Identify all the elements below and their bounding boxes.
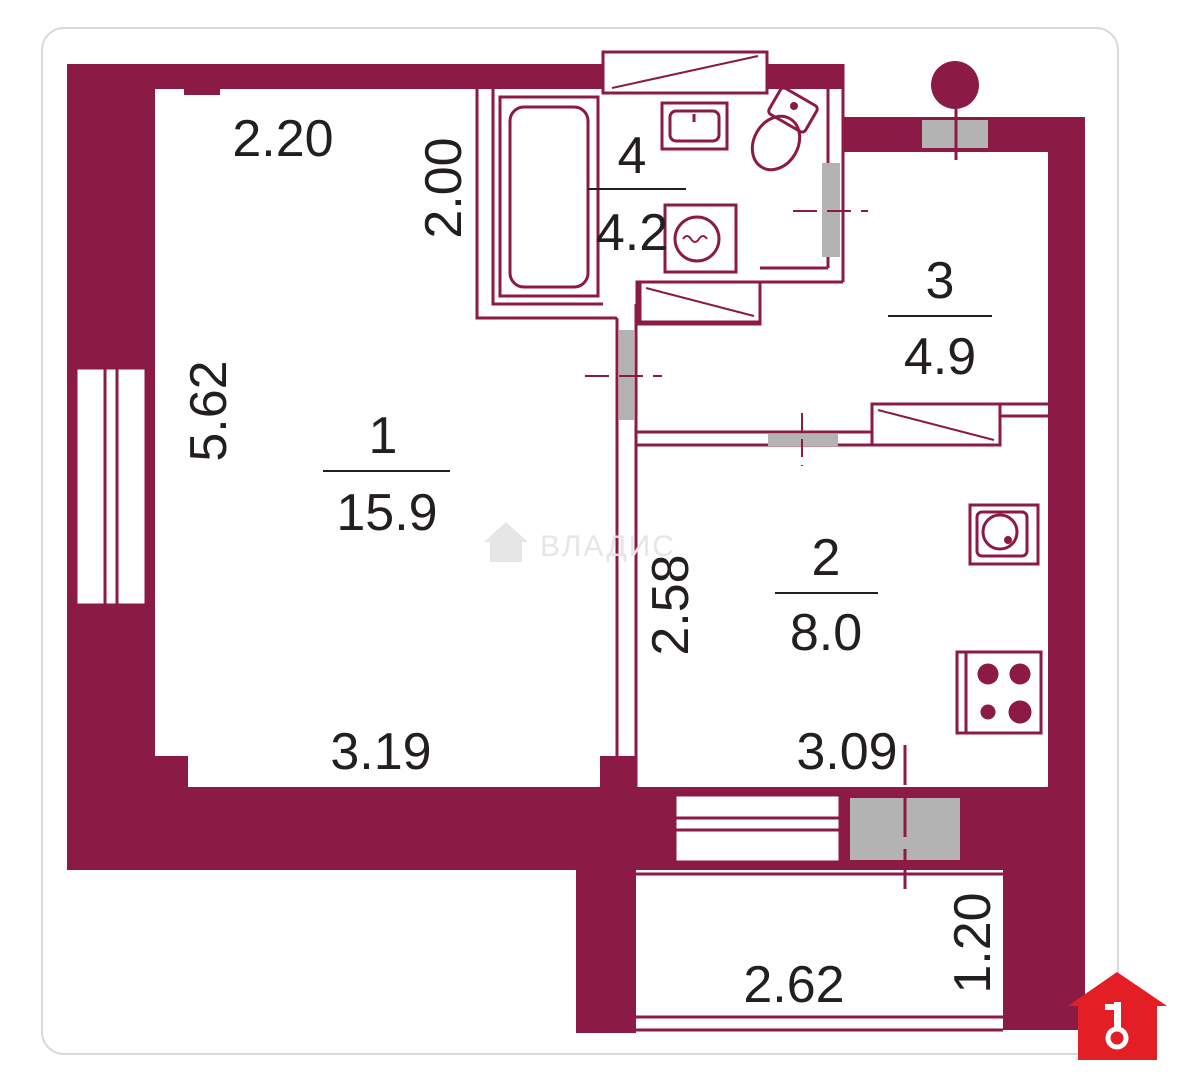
room-4-number: 4 [618, 127, 647, 185]
watermark-text: ВЛАДИС [540, 530, 676, 563]
closets [638, 280, 1002, 447]
bathtub-icon [498, 95, 600, 298]
column-bottom-left [152, 756, 188, 790]
dim-balcony-depth: 1.20 [944, 892, 1002, 993]
walls [67, 64, 1085, 1033]
room-1-number: 1 [369, 407, 398, 465]
sink-icon [660, 101, 729, 151]
room-labels: 1 15.9 2 8.0 3 4.9 4 4.2 [323, 127, 992, 662]
window-left [74, 366, 148, 607]
dim-room1-top: 2.20 [232, 110, 333, 168]
house-key-icon [1068, 972, 1167, 1060]
washing-machine-icon [663, 203, 738, 274]
dim-balcony-width: 2.62 [743, 956, 844, 1014]
wall-top-room1 [67, 64, 477, 89]
toilet-icon [750, 86, 819, 172]
room-2-area: 8.0 [790, 604, 862, 662]
room-1-area: 15.9 [336, 484, 437, 542]
room-3-number: 3 [926, 252, 955, 310]
dim-room1-bottom: 3.19 [330, 723, 431, 781]
window-bottom [673, 745, 960, 895]
room-3-area: 4.9 [904, 328, 976, 386]
dim-kitchen-bottom: 3.09 [796, 723, 897, 781]
kitchen-sink-icon [968, 503, 1040, 566]
dim-room1-side: 5.62 [180, 360, 238, 461]
watermark: ВЛАДИС [484, 522, 676, 563]
column-top-left [184, 64, 220, 95]
wall-balcony-right [1003, 870, 1085, 1030]
doors [585, 100, 988, 466]
window-bath [601, 50, 769, 95]
stove-icon [955, 650, 1043, 735]
room-4-area: 4.2 [596, 204, 668, 262]
dim-bath-side: 2.00 [415, 137, 473, 238]
dimension-labels: 2.20 5.62 3.19 2.00 2.58 3.09 2.62 1.20 [180, 110, 1002, 1014]
wall-balcony-left [576, 870, 636, 1033]
riser-pipe-icon [931, 61, 979, 109]
plan-frame [41, 27, 1119, 1055]
dim-kitchen-side: 2.58 [642, 554, 700, 655]
house-icon [484, 522, 528, 562]
room-2-number: 2 [812, 529, 841, 587]
balcony-rail [636, 872, 1003, 1032]
